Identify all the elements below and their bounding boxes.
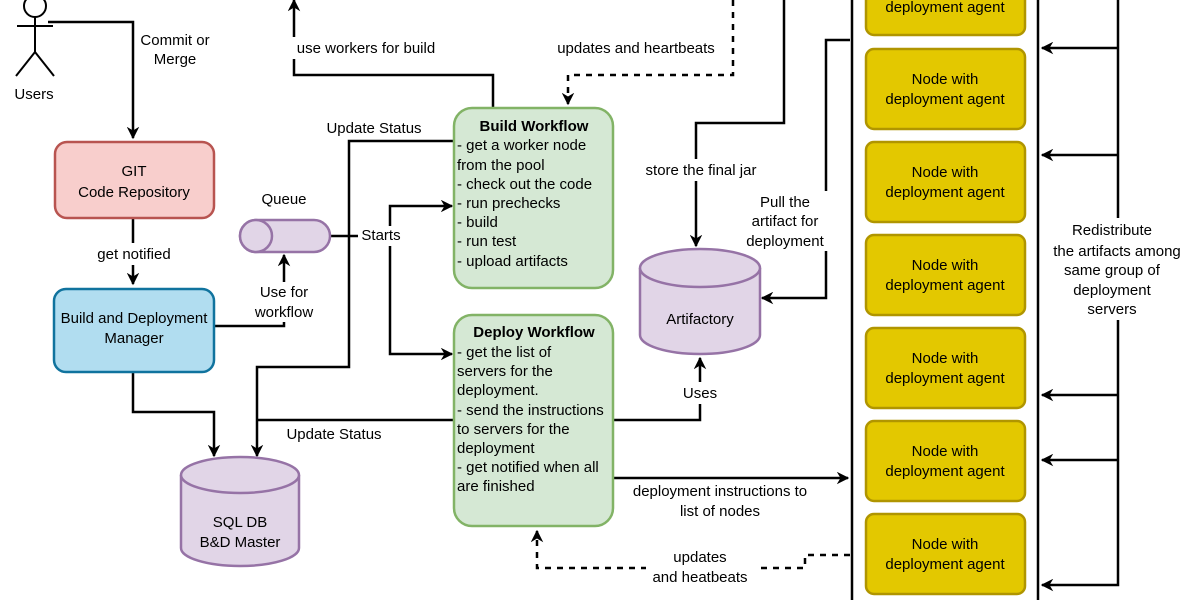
node-box-top[interactable] xyxy=(864,0,1027,37)
redistribute-label-2: the artifacts among xyxy=(1053,243,1181,260)
node-label-2: deployment agent xyxy=(885,463,1005,480)
build-step: - run test xyxy=(457,233,517,250)
use-for-workflow-label-2: workflow xyxy=(254,304,314,321)
node-label-2: deployment agent xyxy=(885,556,1005,573)
build-workflow-title: Build Workflow xyxy=(480,118,589,135)
build-step: - get a worker node xyxy=(457,137,586,154)
deploy-workflow-box[interactable] xyxy=(452,313,615,528)
use-workers-label: use workers for build xyxy=(297,40,435,57)
sqldb-subtitle: B&D Master xyxy=(200,534,281,551)
deploy-step: are finished xyxy=(457,478,535,495)
node-label-2: deployment agent xyxy=(885,277,1005,294)
edge-heartbeats-top xyxy=(561,0,735,106)
pull-artifact-label-3: deployment xyxy=(746,233,824,250)
updates-heartbeats-bottom-label-2: and heatbeats xyxy=(652,569,747,586)
deploy-instructions-label-2: list of nodes xyxy=(680,503,760,520)
redistribute-label-3: same group of xyxy=(1064,262,1161,279)
edge-redistribute-main xyxy=(1040,0,1120,592)
node-box[interactable] xyxy=(864,419,1027,503)
node-label-2: deployment agent xyxy=(885,184,1005,201)
build-step: - build xyxy=(457,214,498,231)
deploy-step: - get the list of xyxy=(457,344,552,361)
manager-subtitle: Manager xyxy=(104,330,163,347)
node-box[interactable] xyxy=(864,233,1027,317)
updates-heartbeats-bottom-label-1: updates xyxy=(673,549,726,566)
node-box[interactable] xyxy=(864,326,1027,410)
edge-manager-to-db xyxy=(131,372,221,458)
users-label: Users xyxy=(14,86,53,103)
deploy-step: - get notified when all xyxy=(457,459,599,476)
manager-title: Build and Deployment xyxy=(61,310,209,327)
deploy-workflow-title: Deploy Workflow xyxy=(473,324,595,341)
build-deployment-manager-box[interactable] xyxy=(52,287,216,374)
edge-manager-to-queue xyxy=(214,253,291,328)
edge-store-jar xyxy=(689,0,786,248)
user-icon xyxy=(23,0,47,18)
artifactory-cylinder[interactable] xyxy=(638,247,762,356)
node-label-1: Node with xyxy=(912,71,979,88)
node-box[interactable] xyxy=(864,140,1027,224)
git-subtitle: Code Repository xyxy=(78,184,190,201)
users-actor xyxy=(15,0,55,77)
node-label-1: Node with xyxy=(912,350,979,367)
queue-label: Queue xyxy=(261,191,306,208)
queue-shape[interactable] xyxy=(238,218,332,254)
node-label-1: Node with xyxy=(912,443,979,460)
git-title: GIT xyxy=(122,163,147,180)
get-notified-label: get notified xyxy=(97,246,170,263)
node-label-1: Node with xyxy=(912,164,979,181)
node-label-1: Node with xyxy=(912,257,979,274)
commit-label-2: Merge xyxy=(154,51,197,68)
pull-artifact-label-1: Pull the xyxy=(760,194,810,211)
build-step: - run prechecks xyxy=(457,195,560,212)
node-box[interactable] xyxy=(864,512,1027,596)
edge-build-status-to-db xyxy=(250,139,454,458)
uses-label: Uses xyxy=(683,385,717,402)
deploy-step: servers for the xyxy=(457,363,553,380)
redistribute-label-1: Redistribute xyxy=(1072,222,1152,239)
node-top-label: deployment agent xyxy=(885,0,1005,16)
deploy-step: - send the instructions xyxy=(457,402,604,419)
edge-heartbeats-bottom xyxy=(530,529,850,570)
starts-label: Starts xyxy=(361,227,400,244)
update-status-bottom-label: Update Status xyxy=(286,426,381,443)
node-label-2: deployment agent xyxy=(885,370,1005,387)
deploy-step: deployment. xyxy=(457,382,539,399)
deploy-step: to servers for the xyxy=(457,421,570,438)
edge-pull-artifact xyxy=(760,38,850,305)
build-step: - upload artifacts xyxy=(457,253,568,270)
sql-db-cylinder[interactable] xyxy=(179,455,301,568)
store-jar-label: store the final jar xyxy=(646,162,757,179)
deploy-instructions-label-1: deployment instructions to xyxy=(633,483,807,500)
git-repository-box[interactable] xyxy=(53,140,216,220)
edge-users-to-git xyxy=(48,20,140,140)
redistribute-label-5: servers xyxy=(1087,301,1136,318)
build-step: from the pool xyxy=(457,157,545,174)
edge-queue-to-deploy xyxy=(388,236,454,361)
sqldb-title: SQL DB xyxy=(213,514,267,531)
edge-deploy-uses-artifactory xyxy=(614,356,707,422)
commit-label: Commit or xyxy=(140,32,209,49)
deploy-step: deployment xyxy=(457,440,535,457)
updates-heartbeats-top-label: updates and heartbeats xyxy=(557,40,715,57)
node-box[interactable] xyxy=(864,47,1027,131)
build-workflow-box[interactable] xyxy=(452,106,615,290)
use-for-workflow-label: Use for xyxy=(260,284,308,301)
update-status-top-label: Update Status xyxy=(326,120,421,137)
build-step: - check out the code xyxy=(457,176,592,193)
redistribute-label-4: deployment xyxy=(1073,282,1151,299)
node-label-1: Node with xyxy=(912,536,979,553)
artifactory-label: Artifactory xyxy=(666,311,734,328)
pull-artifact-label-2: artifact for xyxy=(752,213,819,230)
node-label-2: deployment agent xyxy=(885,91,1005,108)
